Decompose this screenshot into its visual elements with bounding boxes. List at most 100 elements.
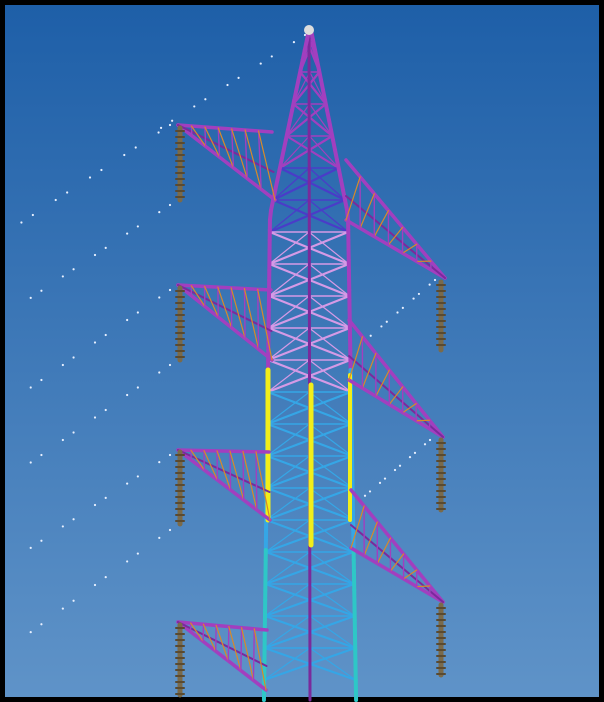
wire-dot [158, 211, 161, 214]
brace-inner [309, 519, 355, 553]
wire-dot [61, 363, 64, 367]
brace-inner [267, 327, 310, 361]
crossarm-lacing [240, 627, 243, 672]
wire-dot [204, 98, 207, 101]
wire-dot [396, 311, 399, 314]
wire-dot [158, 536, 161, 539]
brace-inner [309, 551, 355, 585]
tower-peak-cap [304, 25, 314, 35]
crossarm-gusset [228, 625, 242, 672]
crossarm-lacing [204, 126, 207, 148]
wire-dot [363, 494, 367, 497]
crossarm-gusset [402, 402, 417, 414]
crossarm-bottom-chord [347, 378, 445, 439]
wire-dot [383, 477, 387, 480]
brace-inner [308, 199, 349, 233]
brace-inner [265, 519, 311, 553]
crossarm-gusset [257, 288, 273, 361]
wire-dot [126, 560, 129, 563]
wire-dot [88, 176, 92, 179]
brace-inner [265, 455, 311, 489]
crossarm-top-chord [344, 158, 447, 280]
brace-inner [308, 231, 350, 265]
wire-dot [380, 325, 383, 328]
wire-dot [61, 438, 64, 442]
brace-inner [308, 167, 346, 201]
wire-dot [171, 119, 174, 122]
wire-dot [136, 552, 139, 555]
brace-inner [268, 231, 310, 265]
insulator-string [175, 622, 185, 698]
wire-dot [104, 576, 107, 579]
crossarm-gusset [255, 451, 271, 521]
crossarm-gusset [401, 243, 418, 254]
brace-diagonal [268, 198, 347, 234]
crossarm-lacing [257, 288, 260, 350]
crossarm-gusset [229, 450, 245, 501]
wire-dot [93, 503, 97, 507]
conductor-wire-dots [20, 33, 437, 634]
wire-dot [40, 453, 43, 457]
brace-inner [267, 359, 310, 393]
crossarm-gusset [244, 129, 262, 190]
wire-dot [29, 461, 32, 464]
brace-inner [286, 103, 311, 137]
brace-inner [263, 647, 311, 681]
crossarm-gusset [361, 352, 377, 389]
wire-dot [40, 378, 43, 382]
wire-dot [292, 41, 296, 44]
wire-dot [136, 475, 139, 478]
crossarm-bottom-chord [176, 620, 268, 692]
wire-dot [126, 482, 129, 485]
crossarm-bottom-chord [176, 123, 277, 202]
crossarm-gusset [190, 125, 207, 148]
wire-dot [398, 464, 402, 467]
brace-diagonal [278, 166, 347, 202]
wire-dot [61, 525, 64, 528]
crossarm-gusset [242, 450, 258, 511]
crossarm-lacing [255, 451, 258, 511]
wire-dot [104, 408, 107, 412]
wire-dot [168, 288, 172, 292]
insulator-string [175, 449, 185, 527]
brace-inner [266, 423, 311, 457]
brace-inner [308, 263, 350, 297]
wire-dot [134, 146, 137, 149]
wire-dot [158, 371, 161, 374]
wire-dot [126, 232, 129, 235]
brace-diagonal [278, 134, 334, 170]
wire-dot [408, 456, 412, 459]
brace-inner [272, 167, 310, 201]
wire-dot [157, 131, 160, 134]
wire-dot [40, 539, 43, 542]
crossarm-gusset [190, 449, 205, 471]
wire-dot [413, 451, 417, 454]
wire-dot [93, 253, 97, 257]
crossarm-gusset [203, 449, 219, 481]
wire-dot [72, 599, 75, 602]
wire-dot [72, 356, 75, 359]
crossarm-bottom-chord [349, 546, 445, 604]
crossarm-gusset [387, 226, 404, 246]
wire-dot [259, 62, 262, 65]
crossarm-top-chord [176, 123, 274, 134]
wire-dot [428, 438, 432, 442]
wire-dot [29, 631, 32, 634]
wire-dot [433, 278, 437, 282]
wire-dot [168, 453, 172, 457]
wire-dot [136, 225, 139, 228]
crossarm-gusset [217, 286, 233, 329]
brace-inner [308, 423, 353, 457]
wire-dot [31, 213, 34, 217]
crossarm-lacing [217, 127, 221, 158]
wire-dot [72, 431, 75, 434]
wire-dot [104, 496, 107, 499]
wire-dot [237, 76, 240, 79]
crossarm-top-chord [176, 448, 271, 454]
insulator-string [175, 285, 185, 363]
crossarm-gusset [190, 622, 204, 643]
crossarm-lacing [252, 628, 255, 681]
wire-dot [303, 33, 307, 37]
crossarm-gusset [348, 336, 364, 381]
tower-lattice [176, 28, 447, 702]
